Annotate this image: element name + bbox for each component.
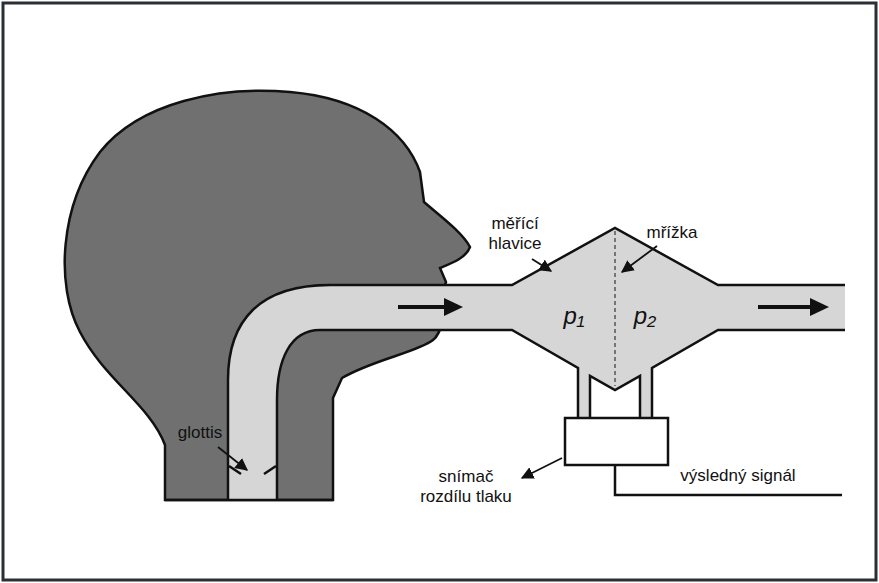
part-label: měřící hlavice <box>475 214 555 253</box>
flow-arrow <box>398 305 446 309</box>
pressure-sensor <box>565 418 668 465</box>
leader-line <box>218 447 247 470</box>
airway-tube <box>228 228 845 500</box>
leader-line <box>522 458 562 478</box>
tube-outline-lower <box>277 330 845 500</box>
flow-arrowhead <box>810 298 829 316</box>
frame <box>3 3 876 580</box>
glottis-fold <box>229 466 276 474</box>
tube-outline-upper <box>228 228 845 500</box>
signal-label: výsledný signál <box>663 466 813 486</box>
leader-line <box>532 259 551 271</box>
signal-wire <box>615 465 842 495</box>
leader-line <box>622 246 657 272</box>
flow-arrowhead <box>444 298 463 316</box>
part-label: mřížka <box>647 223 698 243</box>
pressure-symbol: p₂ <box>634 302 657 330</box>
pressure-symbol: p₁ <box>564 302 585 330</box>
part-label: glottis <box>178 423 222 443</box>
part-label: snímač rozdílu tlaku <box>412 467 520 506</box>
mesh-line <box>614 231 616 386</box>
head-base <box>165 499 333 502</box>
flow-arrow <box>758 305 812 309</box>
